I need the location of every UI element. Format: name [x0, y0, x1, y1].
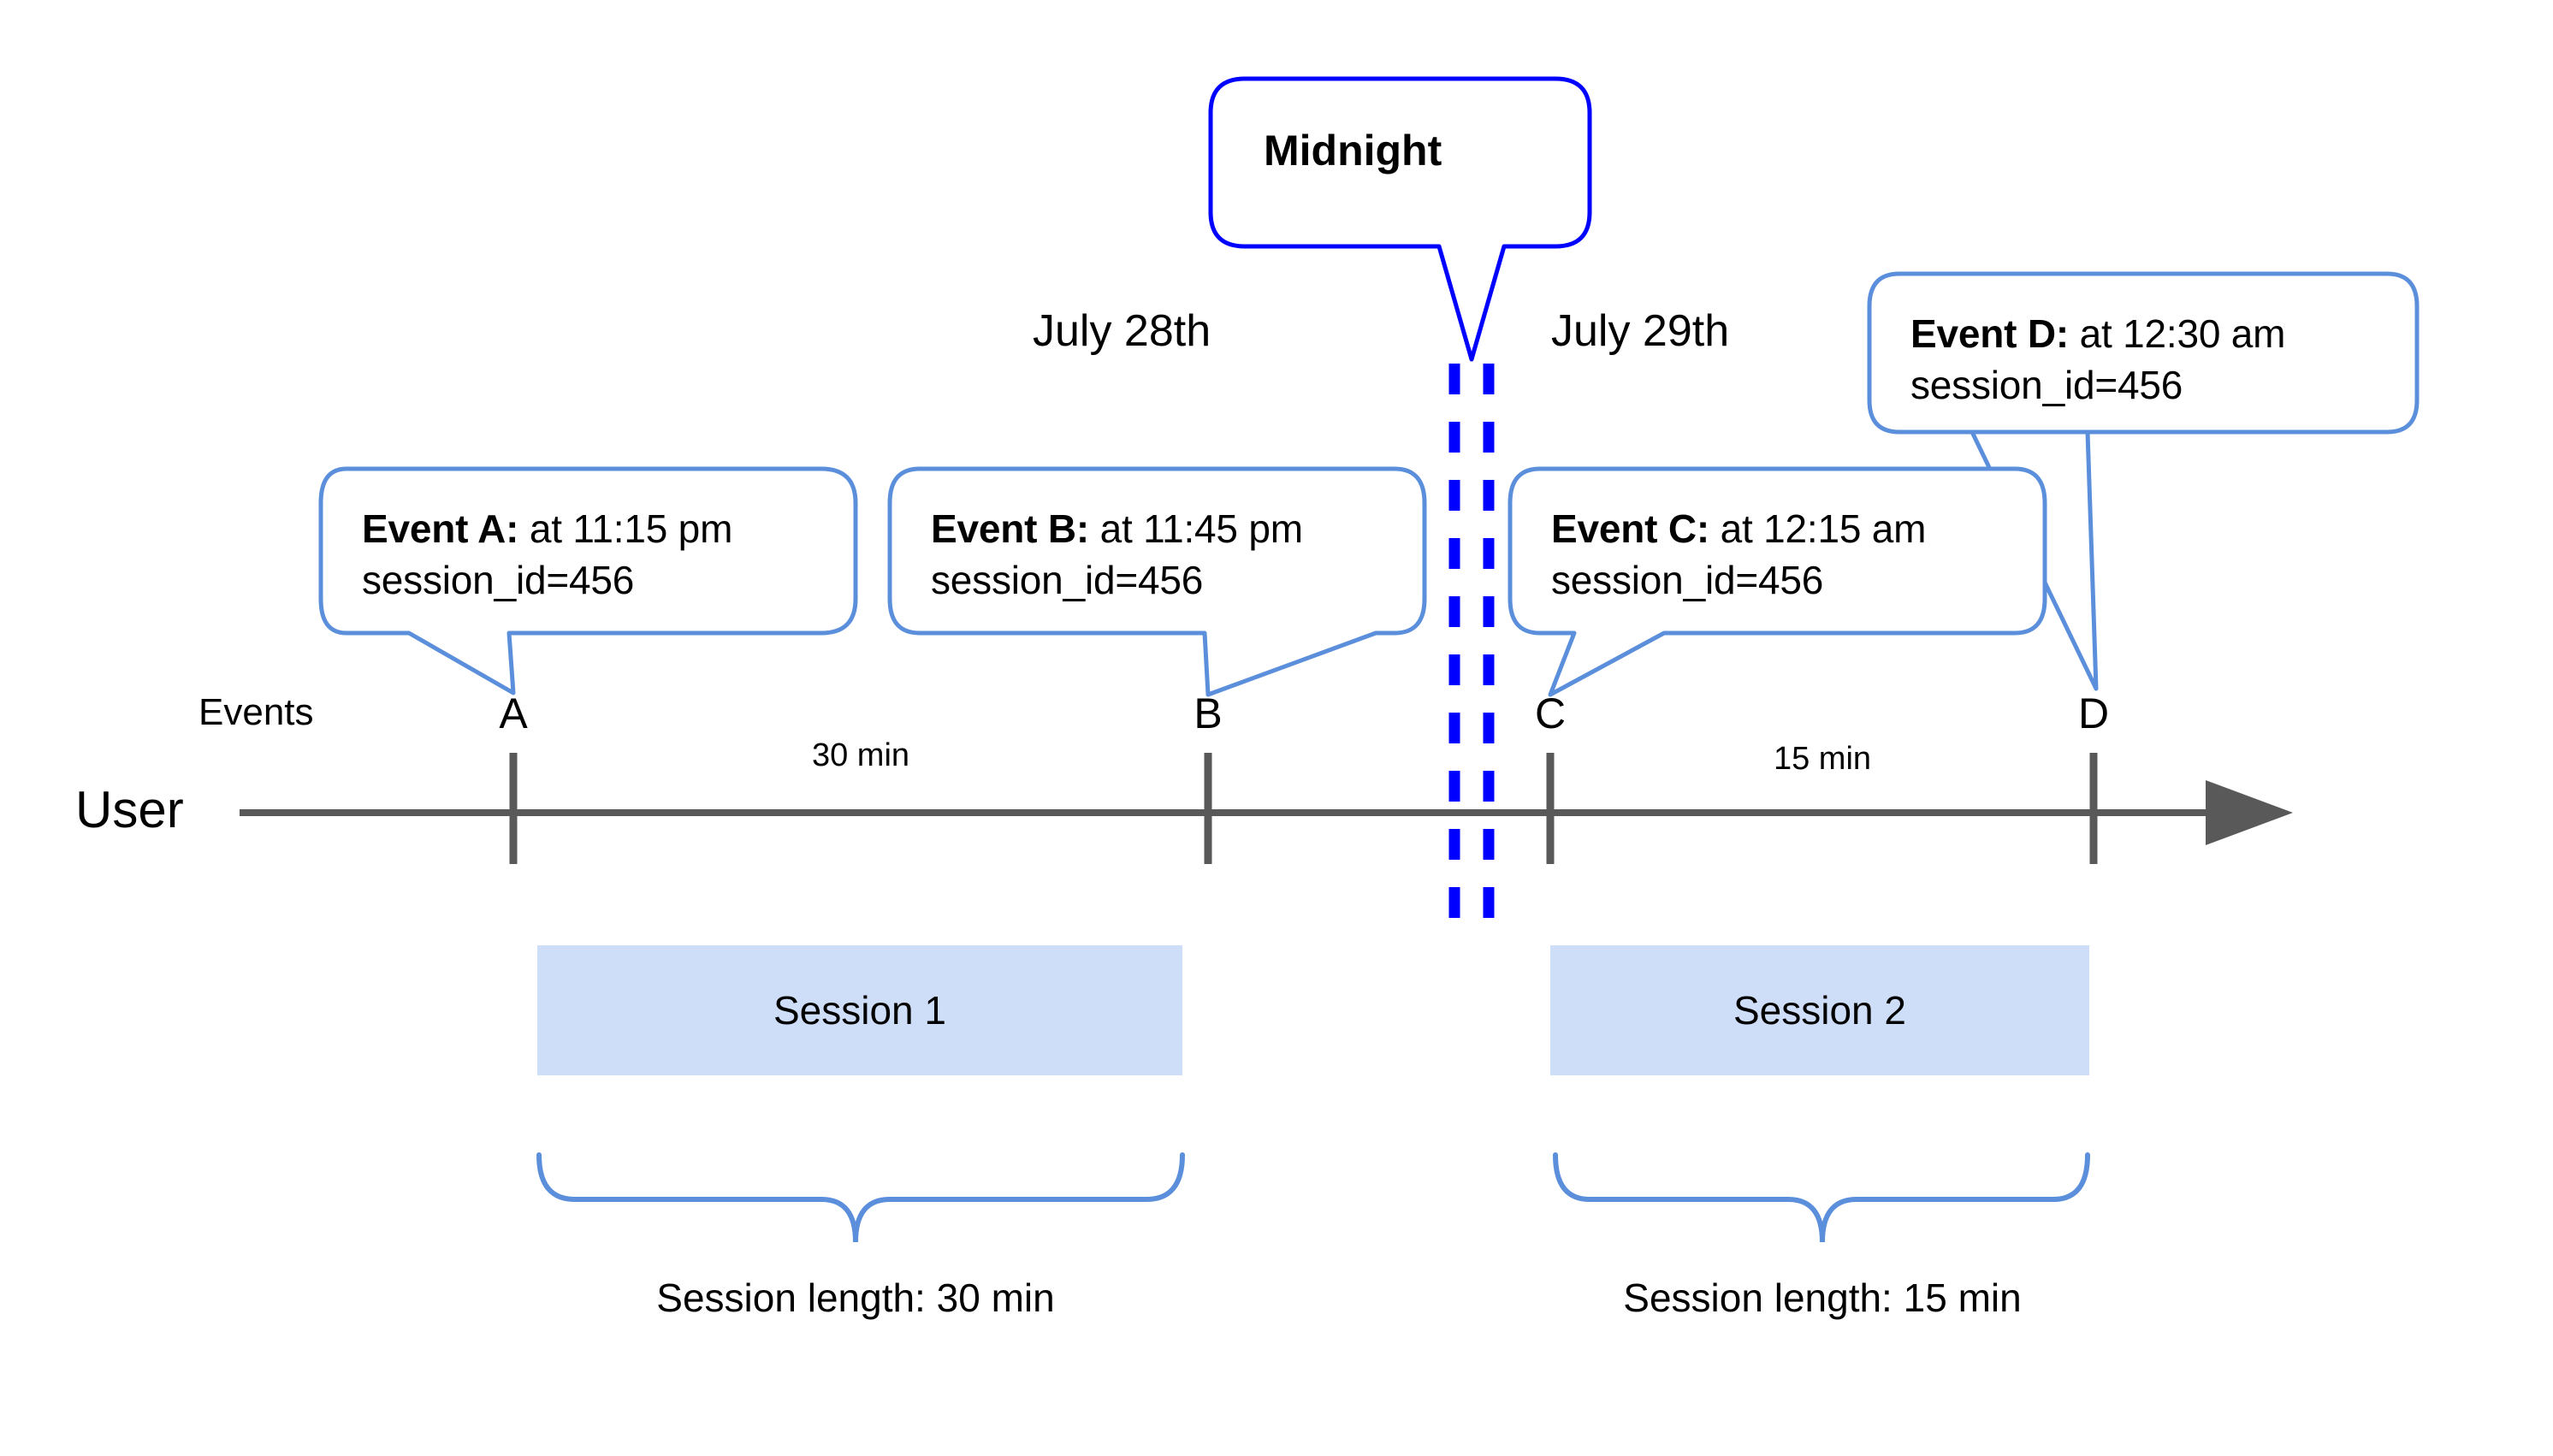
lane-label-events: Events: [198, 691, 314, 733]
event-c-session-id: session_id=456: [1551, 558, 1824, 602]
date-label-july-28: July 28th: [1033, 306, 1211, 356]
timeline-axis: [240, 780, 2293, 845]
gap-label-c-to-d: 15 min: [1773, 741, 1872, 777]
date-label-july-29: July 29th: [1551, 306, 1730, 356]
session-2-brace: [1553, 1152, 2090, 1243]
event-d-session-id: session_id=456: [1910, 363, 2183, 407]
lane-label-user: User: [75, 781, 184, 838]
event-c-time-label: at 12:15 am: [1709, 506, 1927, 551]
event-c-callout-text: Event C: at 12:15 am session_id=456: [1551, 503, 1927, 606]
event-a-callout-text: Event A: at 11:15 pm session_id=456: [362, 503, 732, 606]
session-1-brace: [536, 1152, 1185, 1243]
event-letter-b: B: [1194, 690, 1223, 737]
event-letter-d: D: [2077, 690, 2110, 737]
event-a-bold-label: Event A:: [362, 506, 519, 551]
event-b-callout-text: Event B: at 11:45 pm session_id=456: [931, 503, 1303, 606]
session-block-2: Session 2: [1550, 945, 2089, 1075]
event-b-time-label: at 11:45 pm: [1088, 506, 1304, 551]
event-d-time-label: at 12:30 am: [2068, 311, 2286, 356]
midnight-callout-shape: [1208, 76, 1592, 362]
event-b-session-id: session_id=456: [931, 558, 1204, 602]
session-2-length-label: Session length: 15 min: [1623, 1275, 2022, 1320]
midnight-label: Midnight: [1264, 127, 1442, 175]
session-block-1: Session 1: [537, 945, 1182, 1075]
event-c-bold-label: Event C:: [1551, 506, 1709, 551]
event-a-session-id: session_id=456: [362, 558, 635, 602]
event-a-time-label: at 11:15 pm: [518, 506, 733, 551]
event-d-bold-label: Event D:: [1910, 311, 2069, 356]
gap-label-a-to-b: 30 min: [811, 737, 910, 773]
event-b-bold-label: Event B:: [931, 506, 1089, 551]
midnight-divider-lines: [1448, 364, 1495, 932]
event-d-callout-text: Event D: at 12:30 am session_id=456: [1910, 308, 2286, 411]
event-letter-a: A: [499, 690, 528, 737]
event-letter-c: C: [1534, 690, 1567, 737]
session-1-length-label: Session length: 30 min: [656, 1275, 1055, 1320]
